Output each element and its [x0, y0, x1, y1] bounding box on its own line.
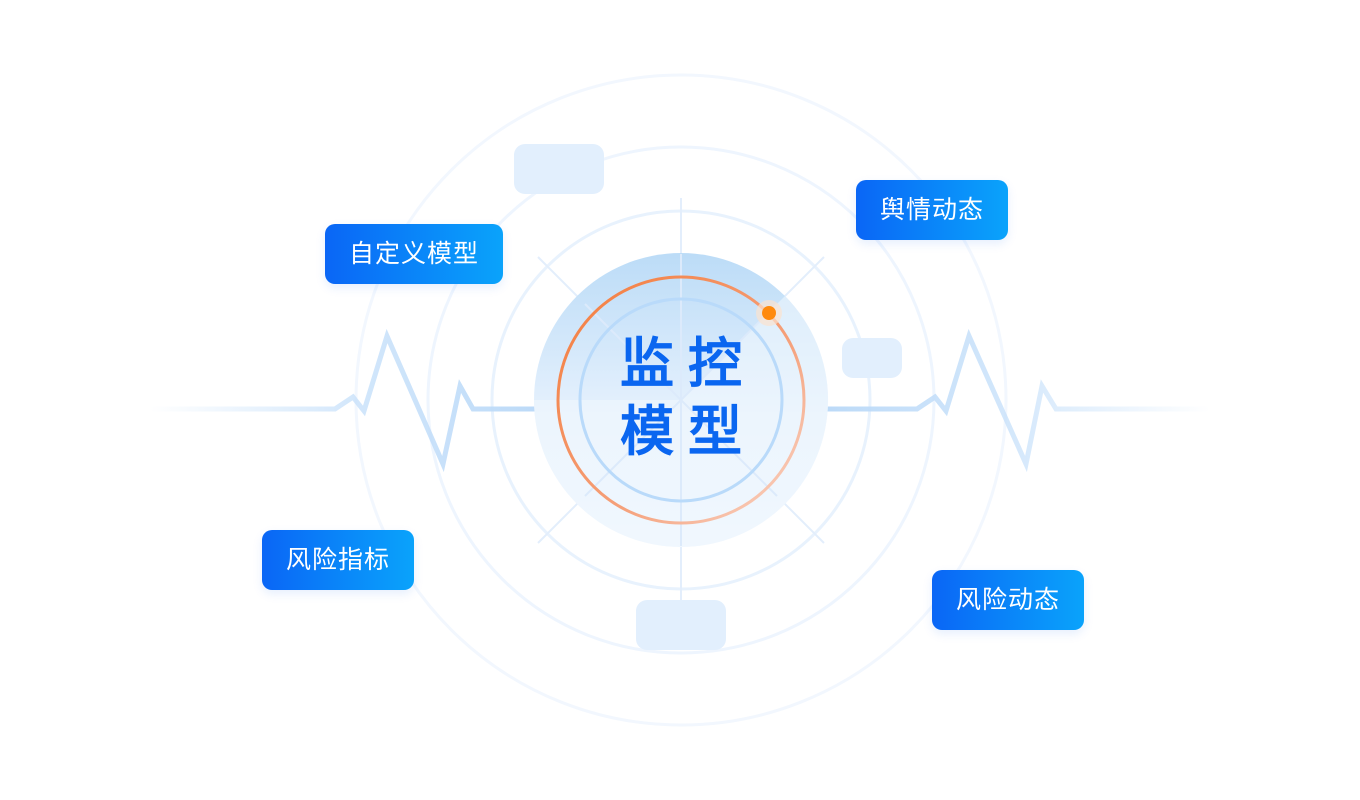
placeholder-node-right	[842, 338, 902, 378]
center-title-line1: 监控	[620, 332, 756, 395]
center-title: 监控 模型	[581, 330, 781, 466]
placeholder-node-bottom	[636, 600, 726, 650]
center-title-line2: 模型	[620, 400, 756, 463]
progress-marker-dot	[762, 306, 776, 320]
inner-blue-ring	[578, 297, 784, 503]
progress-ring	[556, 275, 806, 525]
node-label: 风险指标	[285, 545, 390, 574]
node-label: 自定义模型	[348, 239, 479, 268]
node-risk-indicator[interactable]: 风险指标	[262, 530, 414, 590]
pulse-line-left	[150, 328, 540, 473]
node-risk-dynamics[interactable]: 风险动态	[932, 570, 1084, 630]
pulse-line-right	[822, 328, 1210, 473]
node-label: 风险动态	[955, 585, 1060, 614]
node-label: 舆情动态	[879, 195, 984, 224]
node-public-opinion[interactable]: 舆情动态	[856, 180, 1008, 240]
node-custom-model[interactable]: 自定义模型	[325, 224, 503, 284]
placeholder-node-top	[514, 144, 604, 194]
